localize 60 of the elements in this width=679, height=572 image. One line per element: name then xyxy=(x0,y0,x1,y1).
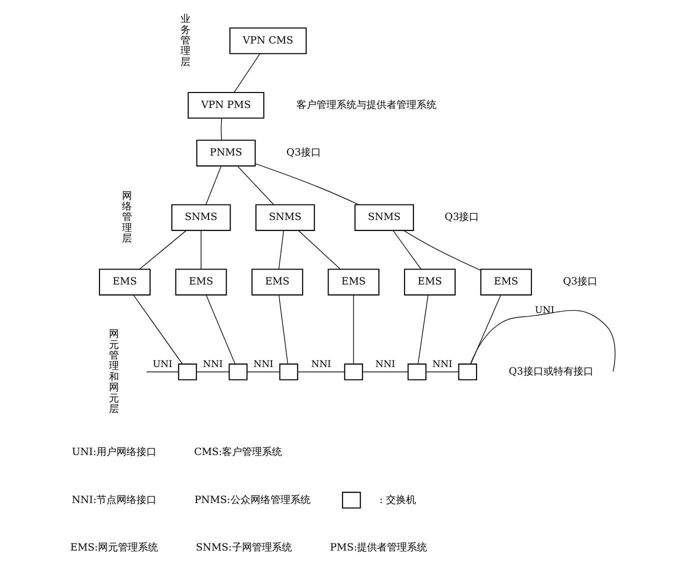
node-box: EMS xyxy=(328,268,380,296)
node-box xyxy=(342,492,361,509)
node-box: SNMS xyxy=(255,204,315,231)
node-label: : 交换机 xyxy=(380,494,416,506)
node-box: EMS xyxy=(480,268,532,296)
connector xyxy=(403,230,482,271)
node-box: EMS xyxy=(98,268,151,296)
node-box xyxy=(228,364,248,380)
label: Q3接口 xyxy=(444,212,480,224)
label: PMS:提供者管理系统 xyxy=(330,542,428,554)
node-box xyxy=(458,364,478,380)
connector xyxy=(470,294,502,364)
node-box xyxy=(408,364,426,380)
connector xyxy=(133,294,183,364)
connector xyxy=(234,53,260,93)
edge-label: UNI xyxy=(534,305,554,316)
label: 网络管理层 xyxy=(122,190,132,245)
connector xyxy=(392,230,422,270)
edge-label: UNI xyxy=(152,359,172,370)
edge-label: NNI xyxy=(311,359,332,370)
edge-label: NNI xyxy=(375,359,396,370)
connector xyxy=(353,294,354,364)
node-box: VPN CMS xyxy=(229,27,307,54)
label: 业务管理层 xyxy=(180,14,190,68)
connector xyxy=(206,166,222,206)
connector xyxy=(237,166,274,206)
edge-label: NNI xyxy=(253,359,274,370)
node-box: EMS xyxy=(175,268,227,296)
edge-label: NNI xyxy=(432,359,452,370)
node-box: EMS xyxy=(404,268,456,296)
connector xyxy=(298,230,341,270)
node-box xyxy=(178,364,197,380)
edge-label: NNI xyxy=(202,359,223,370)
label: Q3接口 xyxy=(286,148,321,159)
label: PNMS:公众网络管理系统 xyxy=(194,494,310,506)
label: CMS:客户管理系统 xyxy=(194,447,282,458)
node-box: SNMS xyxy=(354,204,414,231)
node-box xyxy=(279,364,298,380)
connector xyxy=(418,294,428,364)
connector xyxy=(139,230,187,270)
connector xyxy=(200,230,202,270)
node-box: PNMS xyxy=(196,140,256,166)
node-box xyxy=(344,364,364,380)
label: Q3接口 xyxy=(562,276,598,288)
label: EMS:网元管理系统 xyxy=(70,542,158,554)
connector xyxy=(470,310,616,372)
label: UNI:用户网络接口 xyxy=(72,447,156,458)
label: 客户管理系统与提供者管理系统 xyxy=(296,100,436,111)
connector xyxy=(278,230,284,270)
label: NNI:节点网络接口 xyxy=(72,494,156,506)
connector xyxy=(254,163,360,206)
connector xyxy=(206,294,236,364)
connector xyxy=(220,118,222,140)
node-box: SNMS xyxy=(171,204,231,231)
label: Q3接口或特有接口 xyxy=(508,366,594,378)
node-box: VPN PMS xyxy=(188,92,264,119)
connector xyxy=(278,294,288,364)
label: 网元管理和网元层 xyxy=(109,329,120,415)
label: SNMS:子网管理系统 xyxy=(196,542,292,554)
node-box: EMS xyxy=(251,268,304,296)
